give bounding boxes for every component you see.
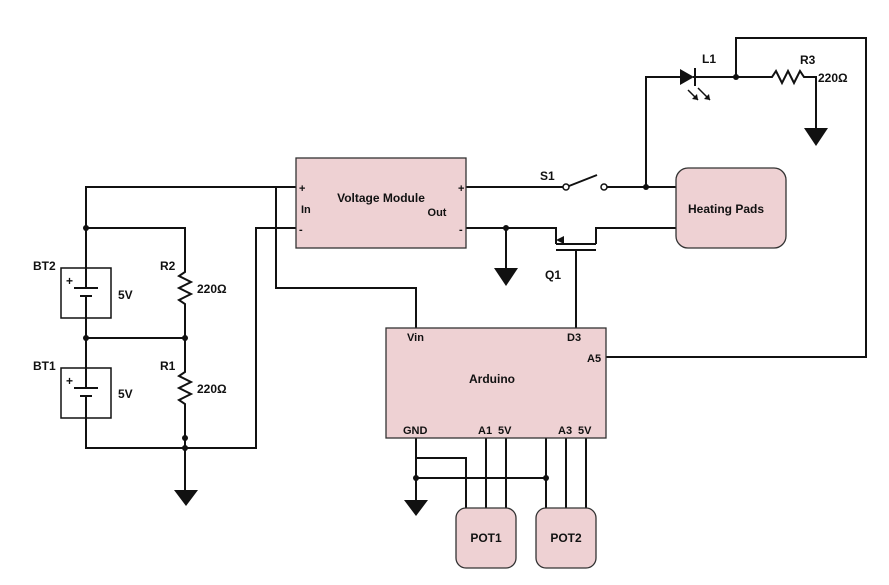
voltage-module-in-label: In: [301, 204, 311, 216]
bt2-ref-label: BT2: [33, 259, 56, 273]
r1-value-label: 220Ω: [197, 382, 227, 396]
resistor-r1[interactable]: R1 220Ω: [160, 359, 227, 409]
bt1-plus-sign: +: [66, 374, 73, 388]
bt2-plus-sign: +: [66, 274, 73, 288]
arduino-pin-a1-5v: 5V: [498, 425, 512, 437]
pot2[interactable]: POT2: [535, 507, 597, 569]
r3-ref-label: R3: [800, 53, 816, 67]
heating-pads[interactable]: Heating Pads: [675, 167, 787, 249]
voltage-module-title: Voltage Module: [337, 191, 425, 205]
r2-value-label: 220Ω: [197, 282, 227, 296]
q1-ref-label: Q1: [545, 268, 561, 282]
voltage-module-in-minus: -: [299, 224, 303, 236]
voltage-module-out-minus: -: [459, 224, 463, 236]
battery-bt1[interactable]: + BT1 5V: [33, 359, 133, 419]
voltage-module[interactable]: Voltage Module In Out + - + -: [295, 157, 467, 249]
arduino-board[interactable]: Arduino Vin D3 A5 GND A1 5V A3 5V: [385, 327, 607, 439]
r3-value-label: 220Ω: [818, 71, 848, 85]
pot2-title: POT2: [550, 531, 582, 545]
resistor-r3[interactable]: R3 220Ω: [767, 53, 848, 86]
junction-dots: [83, 74, 739, 481]
battery-bt2[interactable]: + BT2 5V: [33, 259, 133, 319]
heating-pads-title: Heating Pads: [688, 202, 764, 216]
pot1-title: POT1: [470, 531, 502, 545]
arduino-pin-a1: A1: [478, 425, 492, 437]
ground-icon-left: [174, 490, 198, 506]
bt1-ref-label: BT1: [33, 359, 56, 373]
arduino-pin-vin: Vin: [407, 332, 424, 344]
arduino-pin-gnd: GND: [403, 425, 428, 437]
bt2-value-label: 5V: [118, 288, 133, 302]
resistor-r2[interactable]: R2 220Ω: [160, 259, 227, 309]
r1-ref-label: R1: [160, 359, 176, 373]
voltage-module-in-plus: +: [299, 183, 305, 195]
arduino-pin-a5: A5: [587, 353, 601, 365]
arduino-pin-a3-5v: 5V: [578, 425, 592, 437]
bt1-value-label: 5V: [118, 387, 133, 401]
voltage-module-out-plus: +: [458, 183, 464, 195]
switch-s1[interactable]: S1: [540, 169, 608, 191]
mosfet-q1[interactable]: Q1: [545, 228, 597, 282]
l1-ref-label: L1: [702, 52, 716, 66]
led-l1[interactable]: L1: [680, 52, 716, 101]
s1-ref-label: S1: [540, 169, 555, 183]
wires: [85, 37, 867, 509]
ground-icon-arduino: [404, 500, 428, 516]
arduino-pin-d3: D3: [567, 332, 581, 344]
ground-icon-module: [494, 268, 518, 286]
ground-icon-r3: [804, 128, 828, 146]
r2-ref-label: R2: [160, 259, 176, 273]
pot1[interactable]: POT1: [455, 507, 517, 569]
arduino-title: Arduino: [469, 372, 515, 386]
arduino-pin-a3: A3: [558, 425, 572, 437]
voltage-module-out-label: Out: [428, 207, 447, 219]
